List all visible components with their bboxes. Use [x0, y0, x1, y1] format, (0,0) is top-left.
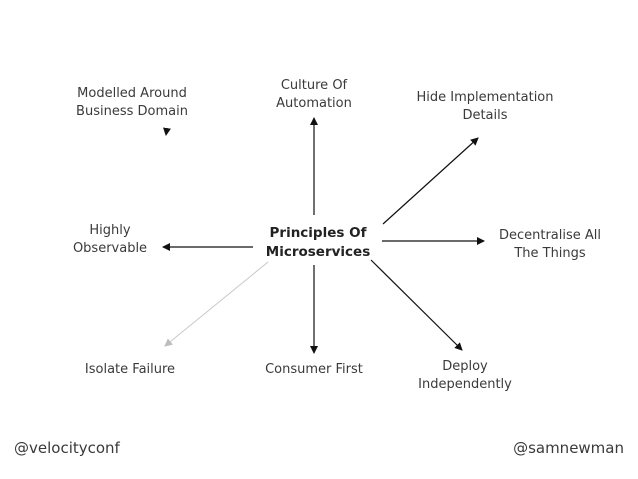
node-label-line-2: Independently: [418, 377, 512, 392]
node-label-line-1: Modelled Around: [77, 86, 187, 101]
center-node-principles-of-microservices: Principles Of Microservices: [254, 224, 382, 262]
node-label-line-1: Consumer First: [265, 362, 363, 377]
node-culture-of-automation: Culture Of Automation: [254, 77, 374, 113]
node-hide-implementation-details: Hide Implementation Details: [400, 89, 570, 125]
footer-handle-samnewman: @samnewman: [513, 439, 624, 457]
node-label-line-1: Isolate Failure: [84, 362, 176, 377]
node-decentralise-all-the-things: Decentralise All The Things: [485, 227, 615, 263]
node-label-line-1: Hide Implementation: [416, 90, 554, 105]
center-node-line-1: Principles Of: [269, 225, 367, 241]
node-label-line-1: Decentralise All: [498, 228, 602, 243]
footer-handle-velocityconf: @velocityconf: [14, 439, 120, 457]
center-node-line-2: Microservices: [265, 244, 371, 260]
arrow-to-modelled-around-business-domain: [163, 127, 171, 136]
arrow-to-isolate-failure: [164, 261, 269, 347]
node-label-line-1: Culture Of: [280, 78, 348, 93]
arrow-to-hide-implementation-details: [382, 137, 479, 225]
node-consumer-first: Consumer First: [250, 361, 378, 379]
node-highly-observable: Highly Observable: [55, 222, 165, 258]
node-label-line-2: Details: [462, 108, 508, 123]
node-deploy-independently: Deploy Independently: [405, 358, 525, 394]
node-label-line-1: Deploy: [442, 359, 488, 374]
node-label-line-1: Highly: [89, 223, 131, 238]
node-isolate-failure: Isolate Failure: [70, 361, 190, 379]
node-modelled-around-business-domain: Modelled Around Business Domain: [60, 85, 204, 121]
node-label-line-2: Automation: [276, 96, 352, 111]
arrow-to-deploy-independently: [370, 259, 463, 351]
node-label-line-2: Business Domain: [76, 104, 188, 119]
node-label-line-2: Observable: [72, 241, 148, 256]
node-label-line-2: The Things: [514, 246, 586, 261]
